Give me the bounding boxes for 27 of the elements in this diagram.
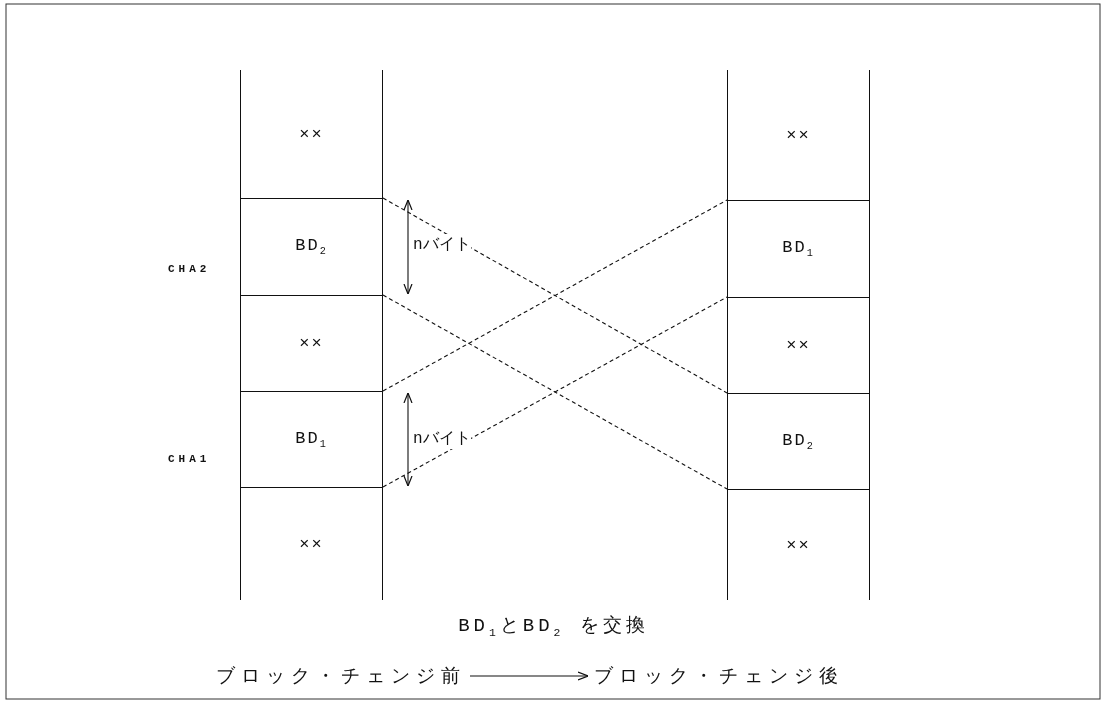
memory-block xyxy=(727,393,870,489)
memory-block xyxy=(727,200,870,297)
block-label: ×× xyxy=(299,334,324,353)
block-label: BD$_{1}$ xyxy=(295,428,328,451)
side-label: CHA1 xyxy=(168,453,211,465)
state-label: ブロック・チェンジ前 xyxy=(216,663,466,689)
block-label: BD$_{1}$ xyxy=(782,238,815,260)
dimension-label: nバイト xyxy=(413,428,471,449)
block-label: ×× xyxy=(786,125,811,145)
block-label: ×× xyxy=(786,336,811,355)
memory-block xyxy=(240,70,383,198)
side-label: CHA2 xyxy=(168,263,211,275)
caption: BD$_{1}$とBD$_{2}$ を交換 xyxy=(457,614,650,639)
memory-block xyxy=(240,487,383,600)
block-label: BD$_{2}$ xyxy=(782,430,815,453)
memory-block xyxy=(727,70,870,200)
arrow xyxy=(469,671,589,681)
memory-block xyxy=(727,489,870,600)
block-label: BD$_{2}$ xyxy=(295,236,328,258)
memory-block xyxy=(240,295,383,391)
block-label: ×× xyxy=(786,535,811,555)
memory-block xyxy=(240,198,383,295)
block-label: ×× xyxy=(299,534,324,554)
memory-block xyxy=(240,391,383,487)
memory-block xyxy=(727,297,870,393)
state-label: ブロック・チェンジ後 xyxy=(594,663,844,689)
block-label: ×× xyxy=(299,124,324,144)
